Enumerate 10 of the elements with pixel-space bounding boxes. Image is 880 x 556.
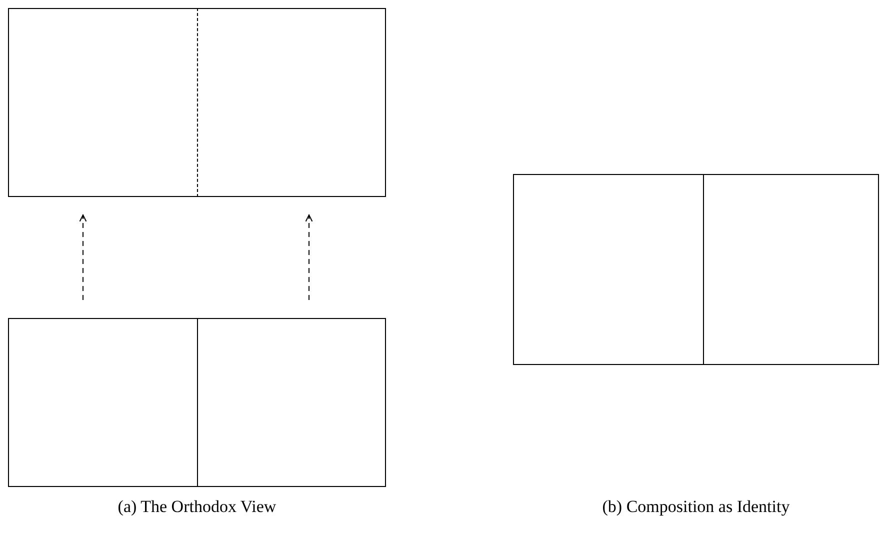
rectangle-panel (197, 8, 386, 197)
rectangle-panel (197, 318, 386, 487)
subfigure-caption: (b) Composition as Identity (602, 497, 790, 517)
dashed-arrow (305, 214, 313, 300)
dashed-arrow (79, 214, 87, 300)
rectangle-panel (8, 318, 198, 487)
rectangle-panel (703, 174, 879, 365)
rectangle-panel (513, 174, 704, 365)
subfigure-caption: (a) The Orthodox View (118, 497, 276, 517)
rectangle-panel (8, 8, 198, 197)
